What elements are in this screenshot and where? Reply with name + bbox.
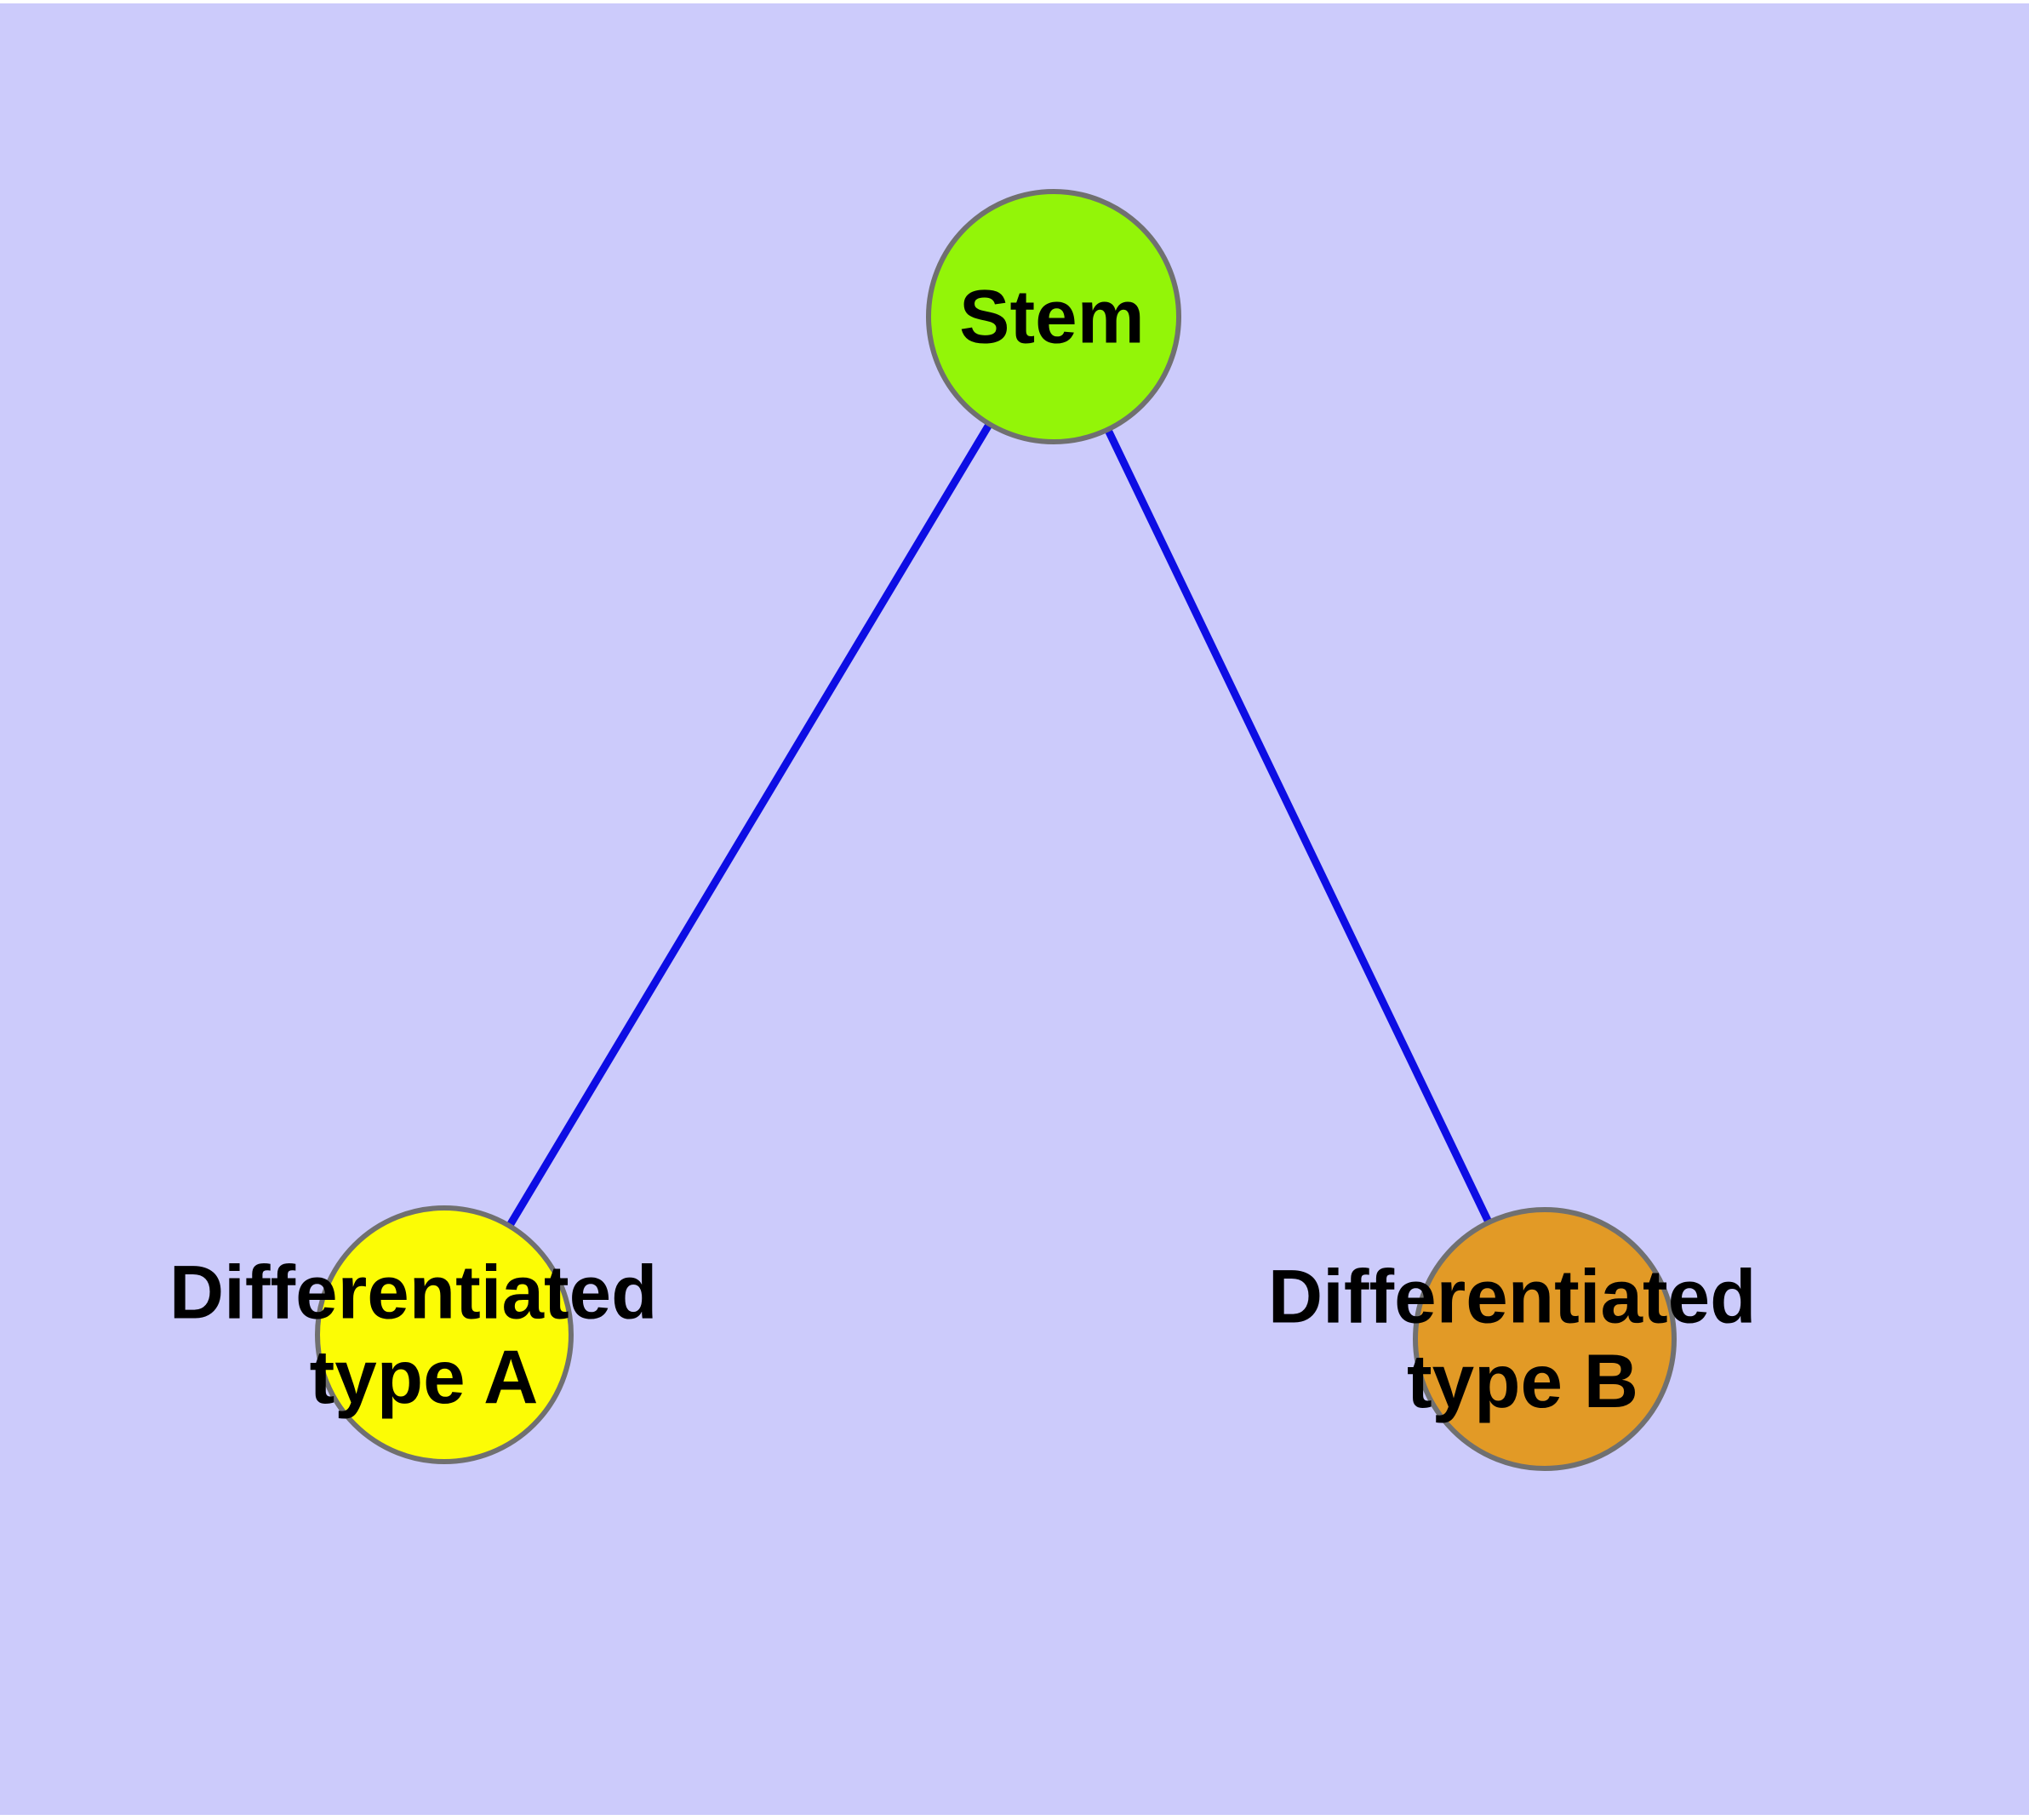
node-diff-a-circle[interactable]	[315, 1205, 574, 1464]
node-stem-circle[interactable]	[926, 189, 1181, 444]
node-diff-b-label: Differentiated type B	[1268, 1253, 1777, 1423]
node-diff-a-label-line-1: Differentiated	[169, 1249, 658, 1334]
node-diff-a-label: Differentiated type A	[169, 1249, 678, 1419]
edge-stem-to-differentiated-type-a[interactable]	[441, 314, 1057, 1337]
edge-stem-to-differentiated-type-b[interactable]	[1049, 315, 1549, 1341]
label-layer: Stem Differentiated type A Differentiate…	[169, 273, 1777, 1423]
node-stem-label: Stem	[959, 273, 1145, 358]
node-diff-b-label-line-2: type B	[1407, 1338, 1638, 1423]
node-diff-b-circle[interactable]	[1413, 1207, 1677, 1471]
edge-layer	[441, 314, 1549, 1341]
node-stem-label-line-1: Stem	[959, 273, 1145, 358]
node-diff-a-label-line-2: type A	[310, 1334, 539, 1419]
node-diff-b-label-line-1: Differentiated	[1268, 1253, 1757, 1338]
node-layer	[315, 189, 1677, 1471]
